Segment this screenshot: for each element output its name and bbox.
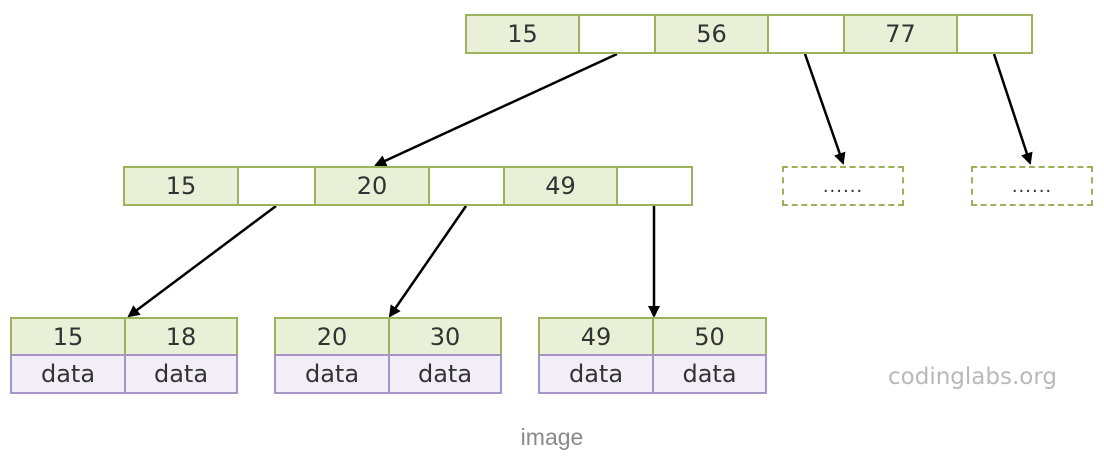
internal-pointer-3 xyxy=(616,166,693,206)
image-caption: image xyxy=(520,424,584,450)
root-pointer-2 xyxy=(767,14,845,54)
placeholder-node-1: ...... xyxy=(782,166,904,206)
leaf-2-key-2: 30 xyxy=(388,317,502,356)
internal-key-1: 15 xyxy=(123,166,239,206)
leaf-1-data-1: data xyxy=(10,354,126,394)
root-key-3: 77 xyxy=(843,14,958,54)
internal-pointer-2 xyxy=(428,166,505,206)
leaf-2-key-1: 20 xyxy=(274,317,390,356)
leaf-1-key-1: 15 xyxy=(10,317,126,356)
leaf-3-key-1: 49 xyxy=(538,317,654,356)
leaf-1-key-2: 18 xyxy=(124,317,238,356)
leaf-1-data-2: data xyxy=(124,354,238,394)
leaf-3-key-2: 50 xyxy=(652,317,767,356)
placeholder-node-2: ...... xyxy=(971,166,1093,206)
root-key-2: 56 xyxy=(654,14,769,54)
arrow-root-to-internal xyxy=(374,52,618,167)
internal-key-3: 49 xyxy=(503,166,618,206)
leaf-2-data-2: data xyxy=(388,354,502,394)
internal-pointer-1 xyxy=(237,166,316,206)
leaf-3-data-1: data xyxy=(538,354,654,394)
internal-key-2: 20 xyxy=(314,166,430,206)
root-pointer-3 xyxy=(956,14,1033,54)
leaf-3-data-2: data xyxy=(652,354,767,394)
root-pointer-1 xyxy=(578,14,656,54)
arrow-root-to-placeholder-1 xyxy=(803,53,846,165)
arrow-internal-to-leaf-2 xyxy=(388,205,468,318)
watermark-text: codinglabs.org xyxy=(888,364,1057,390)
root-key-1: 15 xyxy=(465,14,580,54)
arrow-root-to-placeholder-2 xyxy=(992,53,1033,165)
arrow-internal-to-leaf-1 xyxy=(127,204,277,318)
leaf-2-data-1: data xyxy=(274,354,390,394)
